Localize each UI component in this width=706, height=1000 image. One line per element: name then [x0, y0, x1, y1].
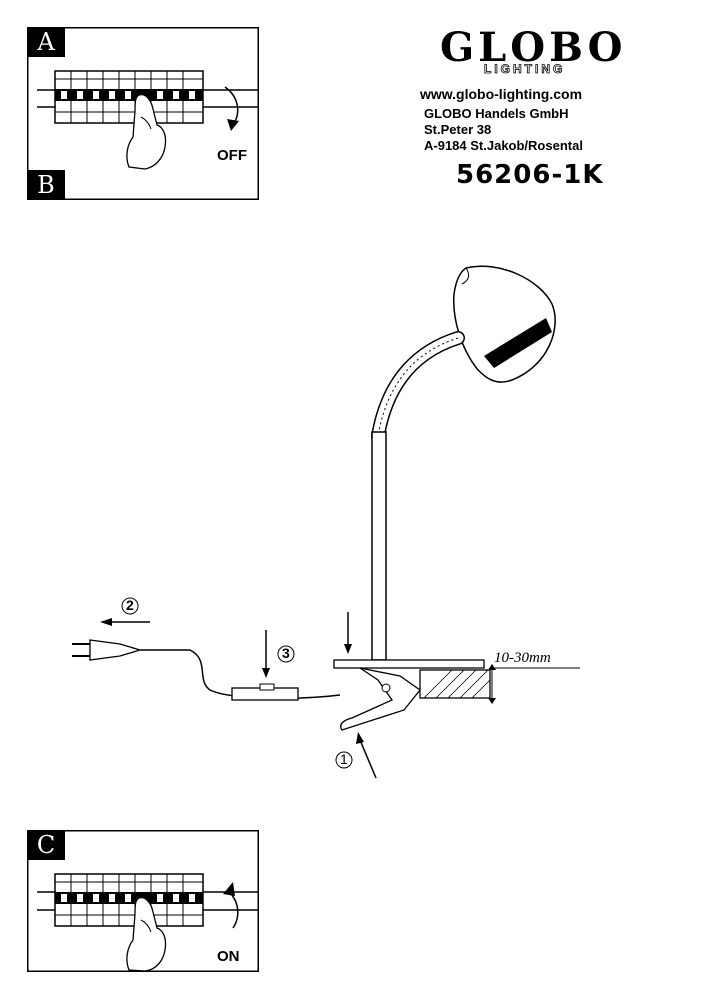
- step-1-label: 1: [340, 751, 348, 767]
- plug: [72, 639, 143, 661]
- lamp-head: [453, 265, 556, 383]
- model-number: 56206-1K: [456, 160, 604, 190]
- on-label: ON: [217, 948, 240, 965]
- brand-logo: GLOBO: [440, 24, 627, 71]
- panel-a: A OFF: [27, 27, 259, 200]
- brand-logo-sub: LIGHTING: [484, 62, 566, 77]
- step-3-label: 3: [282, 645, 290, 661]
- panel-c: C ON: [27, 830, 259, 972]
- panel-a-letter: A: [27, 27, 65, 57]
- company-city: A-9184 St.Jakob/Rosental: [424, 138, 583, 153]
- lamp-rod: [371, 431, 387, 661]
- company-street: St.Peter 38: [424, 122, 492, 137]
- panel-b-letter: B: [27, 170, 65, 200]
- fuse-box-off-illustration: [27, 27, 259, 200]
- dimension-label: 10-30mm: [494, 650, 551, 666]
- company-name: GLOBO Handels GmbH: [424, 106, 569, 121]
- clamp: [333, 659, 580, 731]
- brand-url: www.globo-lighting.com: [420, 86, 583, 102]
- step-2-label: 2: [126, 597, 134, 613]
- off-label: OFF: [217, 147, 247, 164]
- panel-c-letter: C: [27, 830, 65, 860]
- fuse-box-on-illustration: [27, 830, 259, 972]
- clip-lamp-illustration: [72, 265, 580, 779]
